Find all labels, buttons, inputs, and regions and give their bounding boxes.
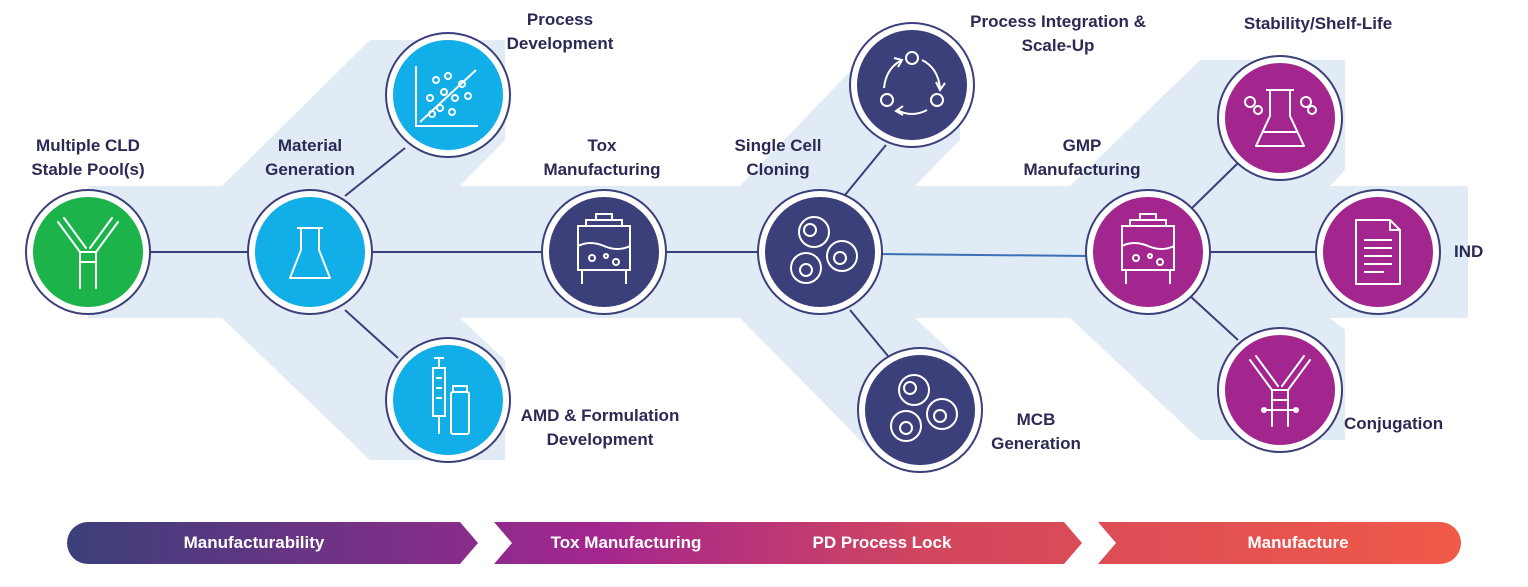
banner-segment-process [494, 522, 1082, 564]
bioreactor-icon [577, 213, 631, 284]
node-gmp [1085, 189, 1211, 315]
node-amd [385, 337, 511, 463]
cells-icon [790, 216, 858, 284]
syringe-vial-icon [432, 357, 470, 435]
node-integration [849, 22, 975, 148]
connectors [150, 144, 1318, 359]
node-mcb [857, 347, 983, 473]
cells-icon [890, 374, 958, 442]
label-integration: Process Integration &Scale-Up [970, 12, 1146, 55]
banner-label-tox-manufacturing: Tox Manufacturing [550, 533, 702, 552]
label-conjugation: Conjugation [1344, 414, 1444, 433]
label-stability: Stability/Shelf-Life [1243, 14, 1393, 33]
banner-segment-manufacture [1098, 522, 1461, 564]
cycle-icon [880, 51, 946, 116]
banner-label-manufacture: Manufacture [1247, 533, 1349, 552]
scatter-plot-icon [415, 66, 478, 127]
node-ind [1315, 189, 1441, 315]
node-tox [541, 189, 667, 315]
flask-icon [289, 227, 331, 279]
banner-label-pd-process-lock: PD Process Lock [812, 533, 952, 552]
node-single-cell [757, 189, 883, 315]
bioreactor-icon [1121, 213, 1175, 284]
document-icon [1355, 219, 1401, 285]
node-process-dev [385, 32, 511, 158]
node-stability [1217, 55, 1343, 181]
node-material [247, 189, 373, 315]
node-cld [25, 189, 151, 315]
phase-banner [67, 522, 1461, 564]
banner-label-manufacturability: Manufacturability [183, 533, 325, 552]
antibody-icon [57, 217, 119, 289]
banner-segment-manufacturability [67, 522, 478, 564]
conjugated-antibody-icon [1249, 355, 1311, 427]
node-conjugation [1217, 327, 1343, 453]
label-ind: IND [1454, 242, 1484, 261]
flask-molecule-icon [1244, 89, 1317, 147]
